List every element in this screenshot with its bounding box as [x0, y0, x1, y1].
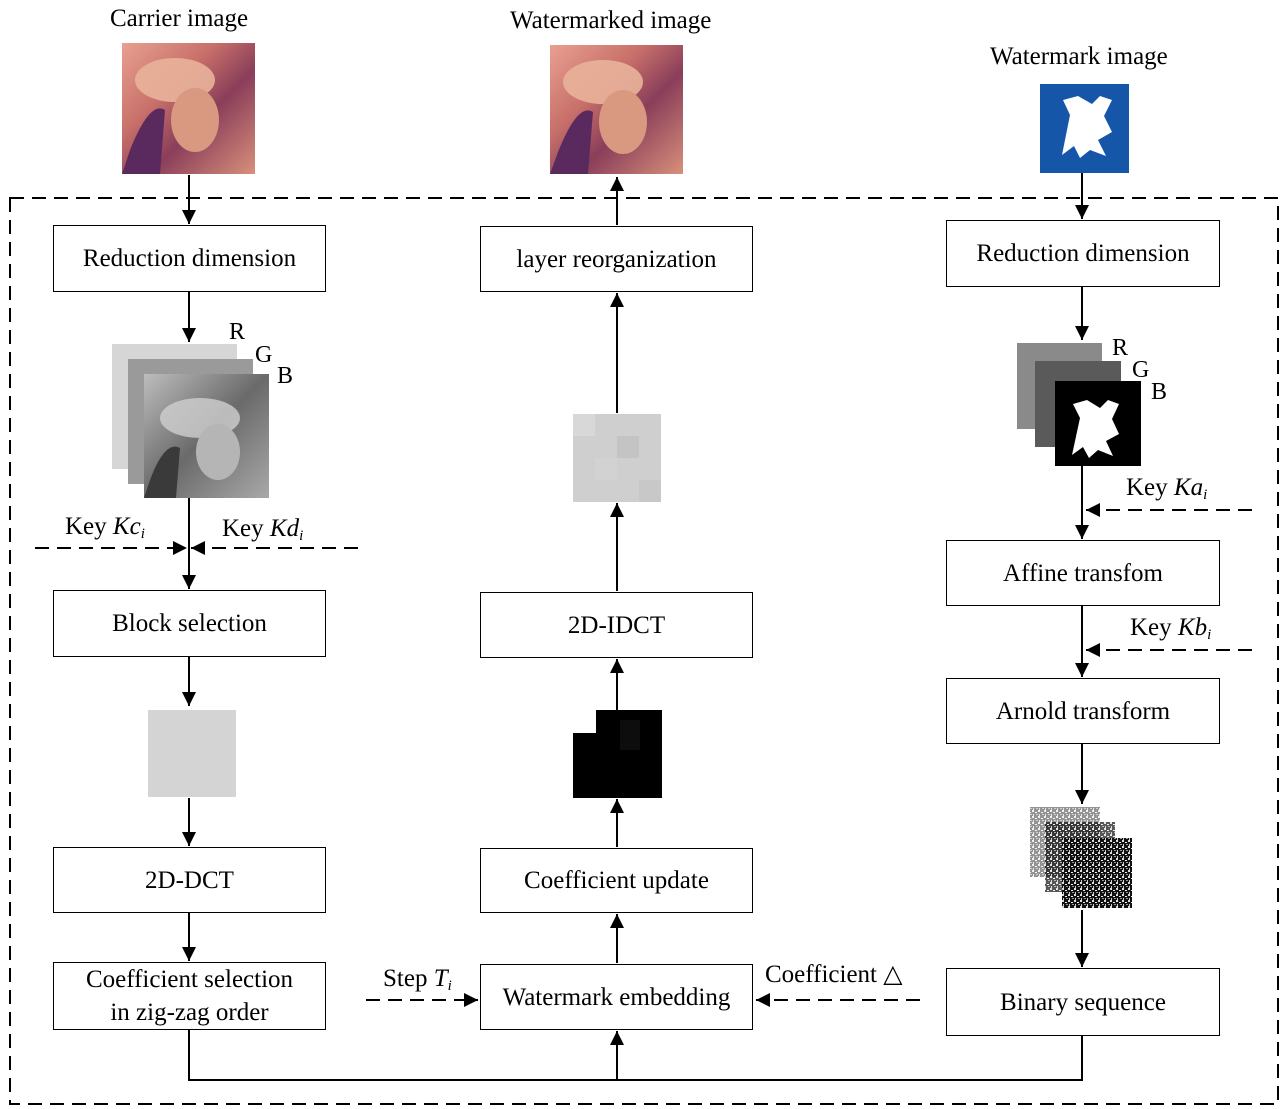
- watermark-image-label: Watermark image: [990, 43, 1168, 70]
- block-selection-box: Block selection: [53, 590, 326, 657]
- channel-r-left: R: [229, 319, 246, 345]
- carrier-rgb-stack: [112, 344, 269, 498]
- watermarked-image: [550, 45, 683, 174]
- channel-g-left: G: [255, 342, 273, 368]
- left-reduction-box: Reduction dimension: [53, 225, 326, 292]
- dct-box: 2D-DCT: [53, 847, 326, 913]
- channel-r-right: R: [1112, 335, 1129, 361]
- right-reduction-box: Reduction dimension: [946, 220, 1220, 287]
- arnold-transform-box: Arnold transform: [946, 678, 1220, 744]
- coefficient-block: [573, 710, 662, 798]
- channel-b-right: B: [1151, 379, 1168, 405]
- step-label: Step Ti: [383, 965, 452, 994]
- key-kd-label: Key Kdi: [222, 515, 304, 544]
- key-ka-label: Key Kai: [1126, 474, 1208, 503]
- carrier-image: [122, 43, 255, 174]
- layer-reorganization-box: layer reorganization: [480, 226, 753, 292]
- carrier-image-label: Carrier image: [110, 5, 249, 32]
- dashed-frame: [9, 197, 1279, 1105]
- reconstructed-block: [573, 414, 661, 502]
- scrambled-stack: [1030, 807, 1132, 908]
- channel-b-left: B: [277, 363, 294, 389]
- coefficient-selection-box: Coefficient selection in zig-zag order: [53, 962, 326, 1030]
- key-kc-label: Key Kci: [65, 513, 145, 542]
- watermark-rgb-stack: [1017, 343, 1141, 466]
- watermarked-image-label: Watermarked image: [510, 7, 712, 34]
- affine-transform-box: Affine transfom: [946, 540, 1220, 606]
- binary-sequence-box: Binary sequence: [946, 968, 1220, 1036]
- watermark-embedding-box: Watermark embedding: [480, 964, 753, 1030]
- coefficient-selection-line-2: in zig-zag order: [110, 999, 269, 1026]
- coefficient-selection-line-1: Coefficient selection: [85, 966, 294, 993]
- idct-box: 2D-IDCT: [480, 592, 753, 658]
- coefficient-update-box: Coefficient update: [480, 848, 753, 913]
- block-patch: [148, 710, 236, 797]
- channel-g-right: G: [1132, 357, 1150, 383]
- coefficient-delta-label: Coefficient △: [765, 961, 903, 988]
- bottom-connector: [188, 1030, 1083, 1081]
- key-kb-label: Key Kbi: [1130, 614, 1212, 643]
- watermark-image: [1040, 84, 1129, 173]
